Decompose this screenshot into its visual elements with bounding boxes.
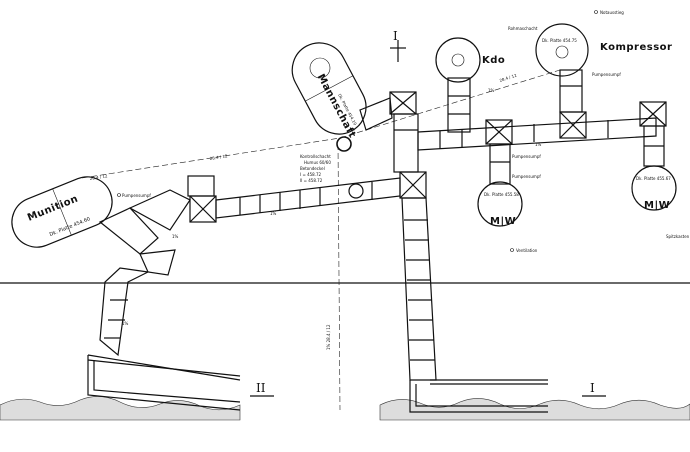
room-mw-left: Dk. Platte 455.58 M|W	[477, 181, 523, 227]
slope-label-a: 1%	[270, 211, 277, 216]
pumpensumpf-left: Pumpensumpf	[122, 193, 151, 198]
corridor-main	[187, 171, 427, 223]
section-bottom-left-label: II	[256, 381, 266, 395]
slope-label-e: 1%	[488, 88, 495, 93]
mannschaft-label: Mannschaft	[315, 72, 358, 140]
notausstieg-icon	[594, 10, 598, 14]
mw-left-plate: Dk. Platte 455.58	[484, 192, 519, 197]
section-bottom-right-label: I	[590, 381, 595, 395]
room-kompressor: Kompressor Dk. Platte 454.75 Rohmaschach…	[508, 23, 672, 77]
pumpensumpf-top: Pumpensumpf	[592, 72, 621, 77]
notausstieg-label: Notausstieg	[600, 10, 624, 15]
section-marker-bottom-right: I	[582, 381, 606, 397]
slope-label-d: 1%	[122, 321, 129, 326]
corridor-vertical	[401, 197, 437, 381]
kontroll-line-3: Betondeckel	[300, 166, 325, 171]
mannschaft-shaft-icon	[309, 57, 331, 79]
slope-label-c: 1%	[172, 234, 179, 239]
room-munition: Munition Dk. Platte 454.60	[11, 176, 113, 248]
room-kdo: Kdo	[435, 37, 505, 83]
section-marker-bottom-left: II	[250, 381, 274, 397]
kompressor-note: Rohmaschacht	[508, 26, 538, 31]
kontroll-line-4: I = 458.72	[300, 172, 322, 177]
section-main-label: 28.4 / 12	[209, 153, 228, 161]
section-left-label: 28.4 / 12	[89, 173, 108, 181]
pumpensumpf-mid: Pumpensumpf	[512, 174, 541, 179]
pumpensumpf-mid-2: Pumpensumpf	[512, 154, 541, 159]
section-right-label: 28.4 / 12	[499, 73, 518, 83]
munition-label: Munition	[26, 193, 80, 223]
kdo-label: Kdo	[482, 55, 505, 66]
spitzkasten-label: Spitzkasten	[666, 234, 690, 239]
kontrollschacht-label: Kontrollschacht	[300, 154, 331, 159]
kontroll-line-2: Humus 60/60	[304, 160, 331, 165]
kompressor-plate: Dk. Platte 454.75	[542, 38, 577, 43]
terrain-surface	[0, 396, 690, 421]
ventilation-icon	[510, 248, 514, 252]
room-mw-right: Dk. Platte 455.67 M|W	[631, 165, 677, 211]
mw-right-label: M|W	[644, 200, 670, 211]
vertical-route-line	[337, 143, 341, 411]
ventilation-label: Ventilation	[516, 248, 538, 253]
corridor-upper	[359, 69, 667, 185]
mw-left-label: M|W	[490, 216, 516, 227]
section-top-label: I	[393, 29, 398, 43]
munition-plate: Dk. Platte 454.60	[49, 216, 92, 238]
kontrollschacht-icon	[336, 136, 352, 152]
kompressor-label: Kompressor	[600, 42, 672, 53]
section-vertical-label: 1% 28.4 / 12	[326, 324, 331, 350]
slope-label-b: 1%	[535, 142, 542, 147]
exit-ramp-left	[87, 354, 241, 411]
corridor-left	[98, 189, 191, 357]
room-mannschaft	[291, 42, 367, 135]
kontroll-line-5: II = 458.72	[300, 178, 323, 183]
section-marker-top: I	[390, 29, 406, 62]
exit-ramp-right	[409, 379, 548, 413]
sump-icon	[117, 193, 121, 197]
mw-right-plate: Dk. Platte 455.67	[636, 176, 671, 181]
